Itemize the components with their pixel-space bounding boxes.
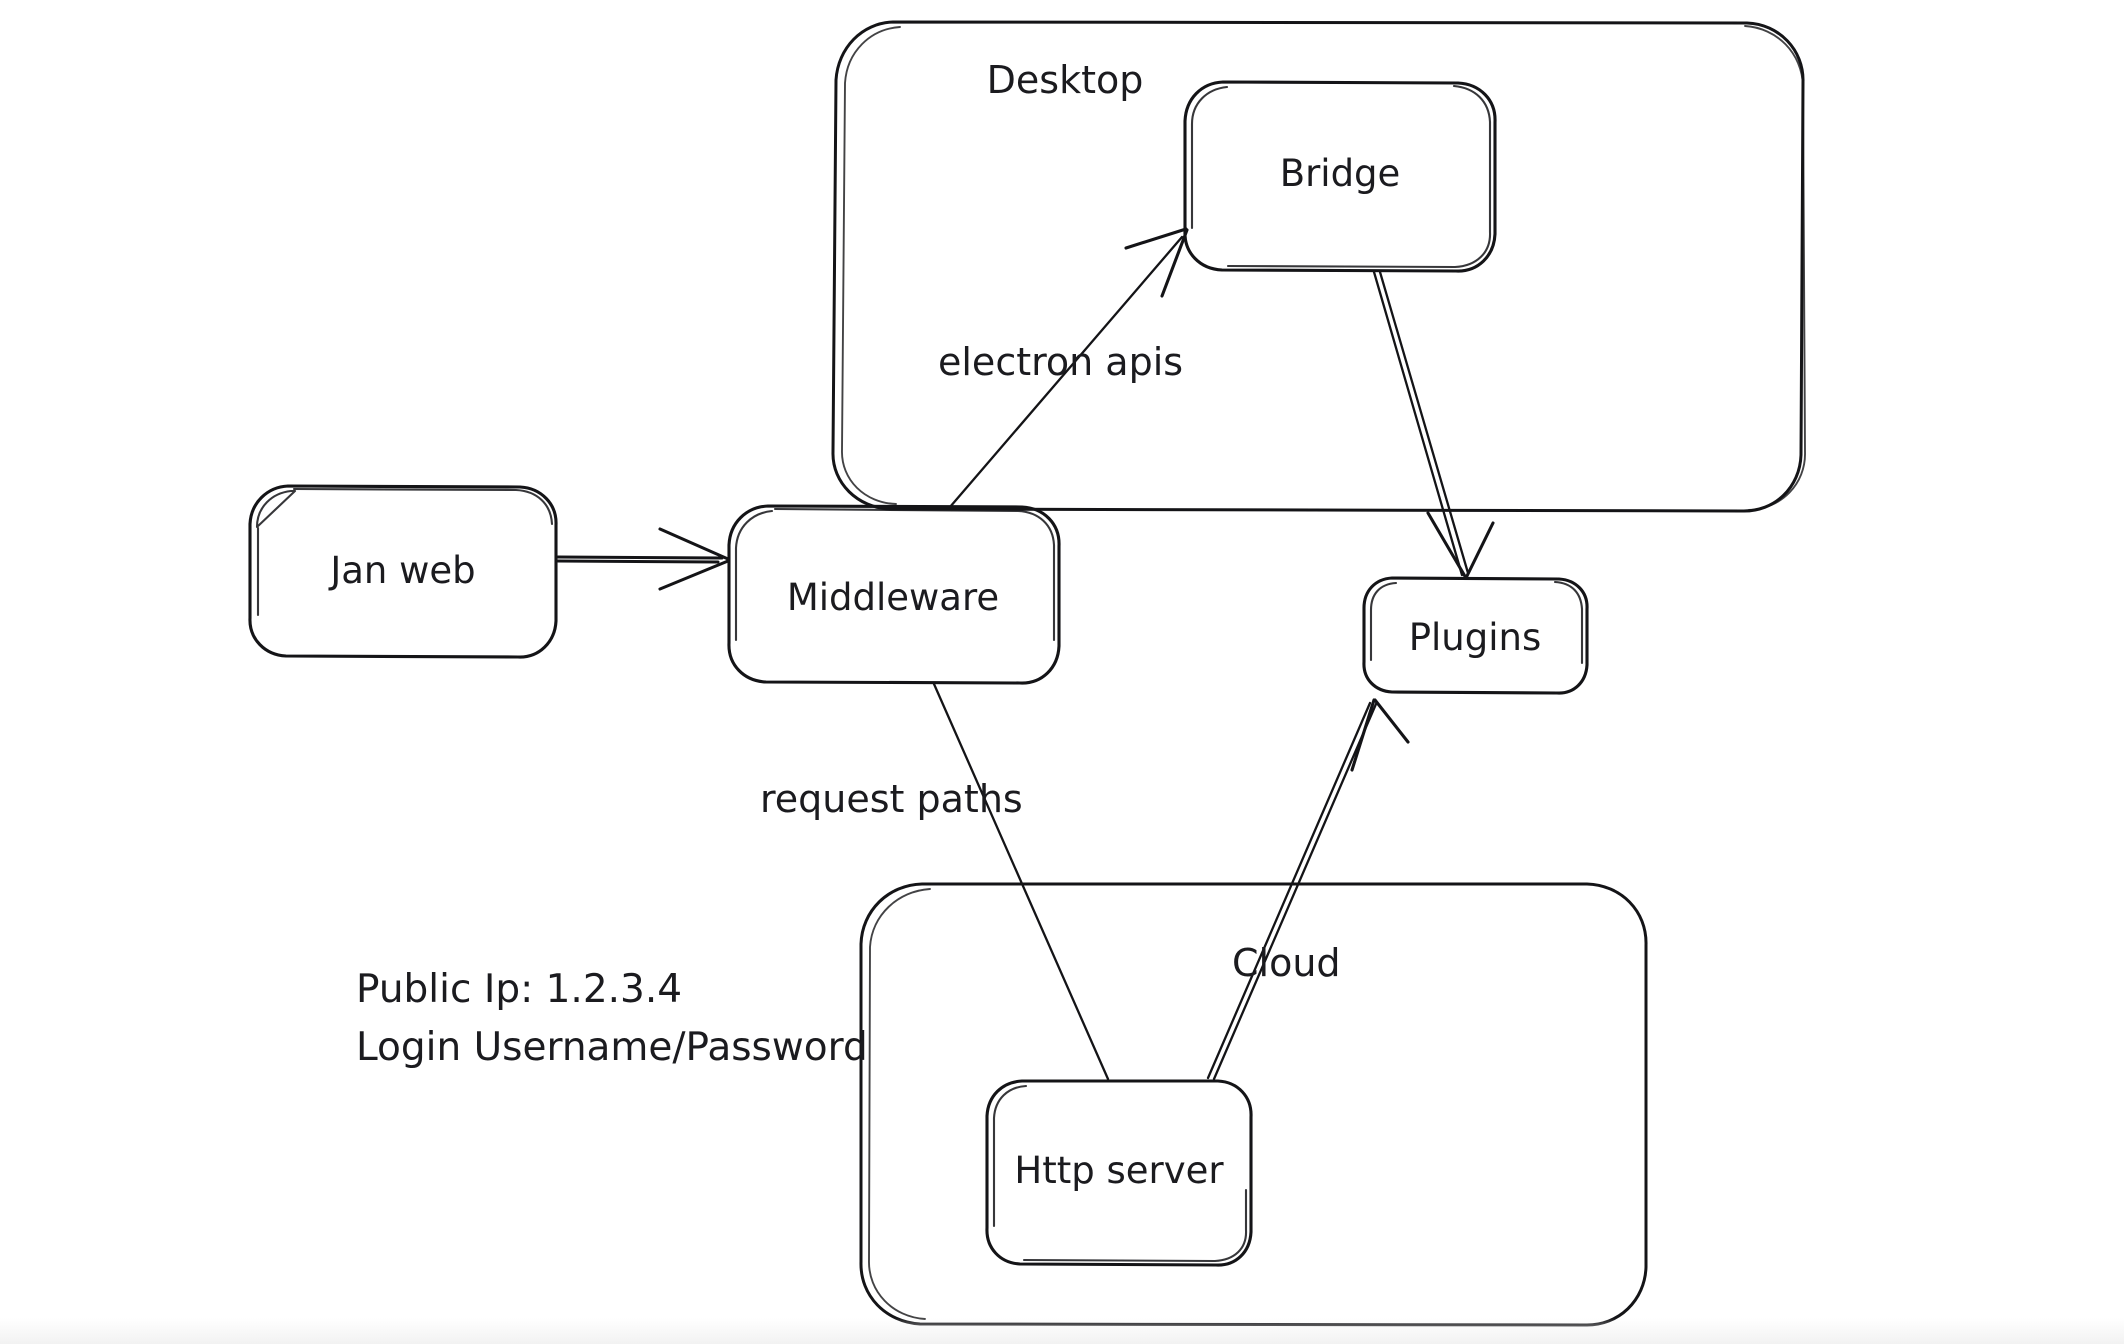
middleware-httpserver-line — [932, 682, 1110, 1081]
electron-apis-edge-label: electron apis — [938, 340, 1183, 384]
plugins-box-outline-sketch2 — [1553, 580, 1584, 665]
jan-web-box-outline-sketch — [255, 489, 297, 617]
bridge-box-outline — [1183, 80, 1497, 273]
group-desktop[interactable] — [831, 20, 1806, 513]
edge-janweb-to-middleware[interactable] — [556, 527, 730, 591]
plugins-box-outline-sketch — [1369, 581, 1398, 662]
bridge-box-outline-sketch — [1190, 85, 1229, 230]
notes-block: Public Ip: 1.2.3.4 Login Username/Passwo… — [356, 967, 868, 1070]
edge-httpserver-to-plugins[interactable]: Cloud — [1206, 698, 1410, 1081]
login-credentials-note: Login Username/Password — [356, 1025, 868, 1070]
node-bridge[interactable]: Bridge — [1183, 80, 1497, 273]
request-paths-edge-label: request paths — [760, 777, 1023, 821]
node-plugins[interactable]: Plugins — [1362, 576, 1589, 695]
janweb-middleware-arrow-upper — [658, 527, 730, 561]
desktop-container-outline-sketch2 — [1744, 25, 1806, 511]
http-server-box-outline-sketch2 — [1022, 1188, 1248, 1263]
middleware-box-outline — [727, 504, 1061, 685]
middleware-bridge-line — [948, 235, 1184, 509]
http-server-box-outline-sketch — [992, 1084, 1028, 1228]
jan-web-box-outline — [248, 484, 558, 659]
bridge-plugins-line-sketch — [1378, 270, 1470, 575]
janweb-middleware-arrow-lower — [658, 559, 730, 591]
bridge-plugins-arrow-left — [1426, 511, 1468, 580]
httpserver-plugins-line — [1206, 701, 1372, 1080]
httpserver-plugins-arrow-left — [1350, 698, 1376, 772]
edge-middleware-to-bridge[interactable]: electron apis — [938, 227, 1189, 509]
middleware-bridge-arrow-lower — [1160, 228, 1189, 298]
bridge-plugins-arrow-right — [1464, 521, 1495, 580]
middleware-box-outline-sketch2 — [773, 507, 1056, 642]
bridge-box-outline-sketch2 — [1226, 84, 1492, 269]
edge-middleware-to-httpserver[interactable]: request paths — [760, 682, 1110, 1081]
desktop-container-outline-sketch — [841, 26, 901, 505]
cloud-container-outline-sketch — [868, 888, 931, 1320]
jan-web-label: Jan web — [328, 549, 475, 592]
jan-web-box-outline-sketch2 — [292, 487, 554, 526]
bridge-plugins-line — [1372, 270, 1464, 577]
desktop-container-outline — [831, 20, 1805, 513]
public-ip-note: Public Ip: 1.2.3.4 — [356, 967, 682, 1012]
middleware-box-outline-sketch — [734, 509, 774, 642]
node-middleware[interactable]: Middleware — [727, 504, 1061, 685]
plugins-box-outline — [1362, 576, 1589, 695]
middleware-label: Middleware — [787, 576, 999, 619]
node-http-server[interactable]: Http server — [985, 1079, 1253, 1267]
http-server-label: Http server — [1014, 1149, 1224, 1192]
janweb-middleware-line-sketch — [556, 559, 720, 564]
httpserver-plugins-line-sketch — [1212, 702, 1378, 1081]
httpserver-plugins-arrow-right — [1373, 698, 1410, 744]
janweb-middleware-line — [556, 555, 724, 560]
node-jan-web[interactable]: Jan web — [248, 484, 558, 659]
http-server-box-outline — [985, 1079, 1253, 1267]
cloud-edge-label: Cloud — [1232, 941, 1341, 985]
bridge-label: Bridge — [1280, 152, 1401, 195]
edge-bridge-to-plugins[interactable] — [1372, 270, 1495, 580]
desktop-group-label: Desktop — [987, 58, 1144, 102]
middleware-bridge-arrow-upper — [1124, 227, 1188, 250]
plugins-label: Plugins — [1409, 616, 1542, 659]
